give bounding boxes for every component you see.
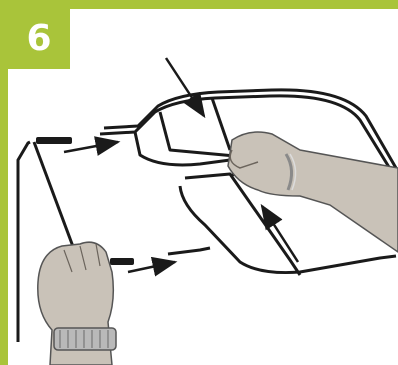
right-arrow (128, 262, 175, 272)
left-wire-cap (36, 137, 72, 144)
up-arrow (262, 206, 298, 262)
right-arrow (64, 142, 118, 152)
right-hand (228, 132, 398, 252)
down-arrow (166, 58, 204, 116)
right-wire-cap (110, 258, 134, 265)
watch-icon (54, 328, 116, 350)
